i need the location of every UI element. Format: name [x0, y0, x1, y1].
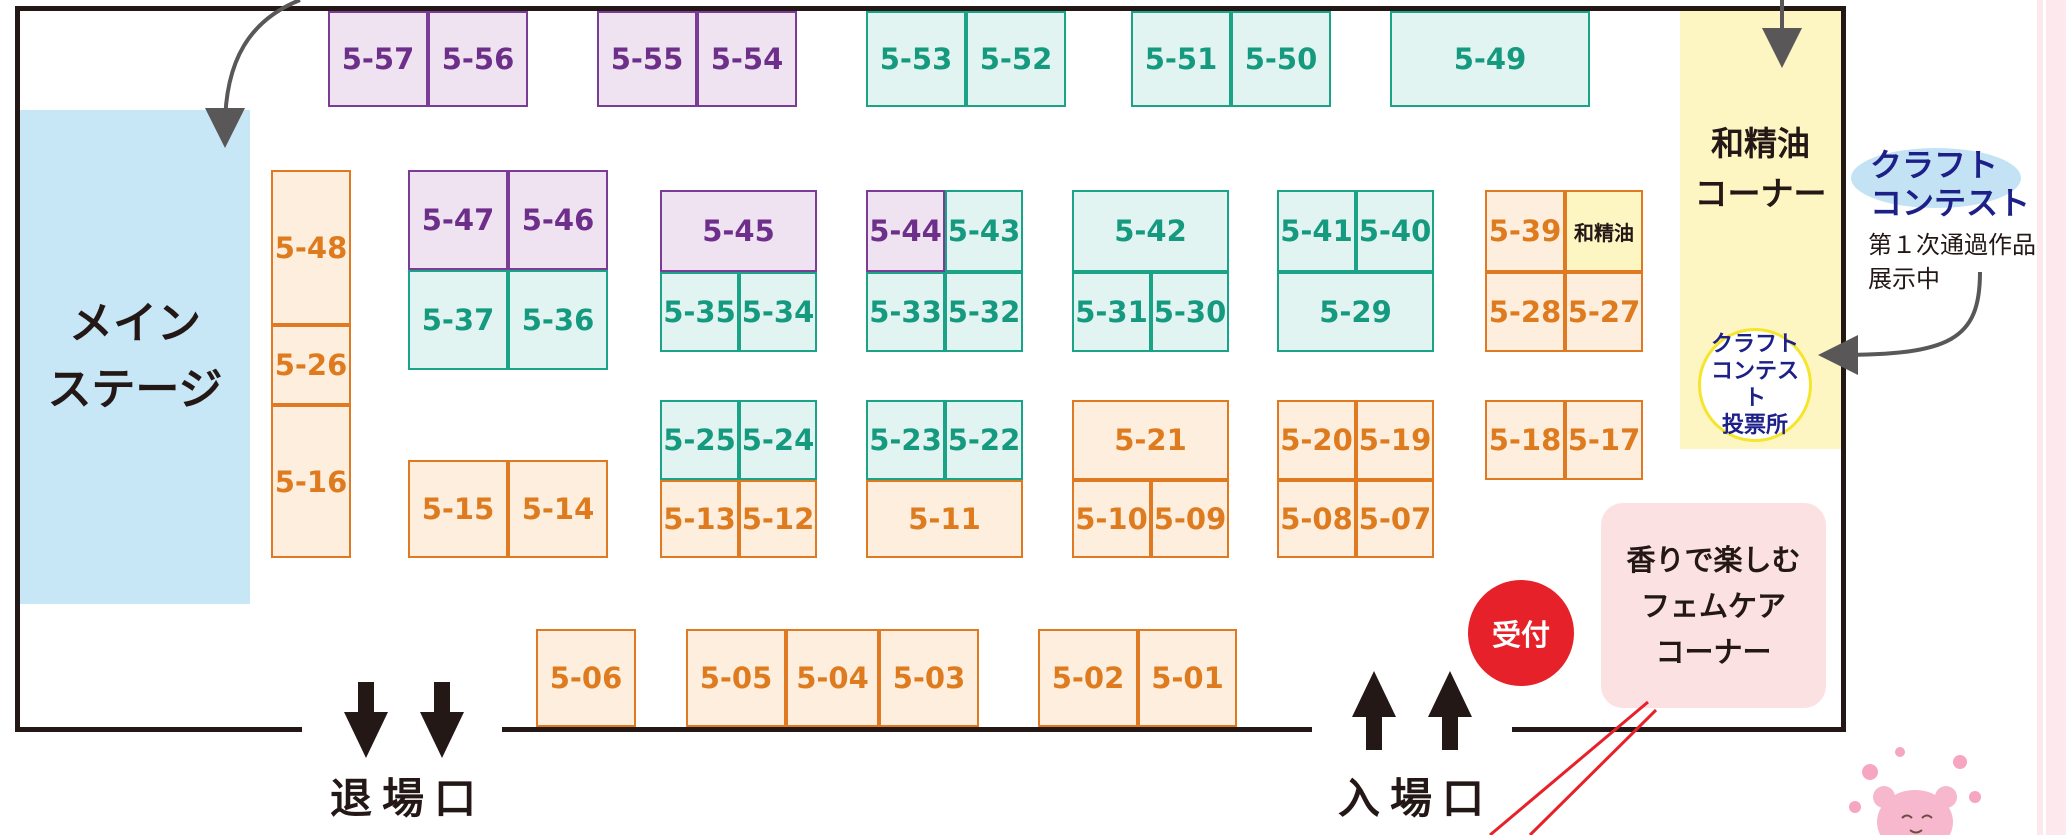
booth-5-06: 5-06	[536, 629, 636, 727]
booth-5-22: 5-22	[945, 400, 1023, 480]
entrance-arrow-icon	[1352, 671, 1472, 750]
booth-5-54: 5-54	[697, 11, 797, 107]
booth-5-23: 5-23	[866, 400, 945, 480]
booth-5-28: 5-28	[1485, 272, 1565, 352]
booth-5-48: 5-48	[271, 170, 351, 325]
booth-5-02: 5-02	[1038, 629, 1138, 727]
booth-5-17: 5-17	[1565, 400, 1643, 480]
booth-5-05: 5-05	[686, 629, 786, 727]
booth-5-01: 5-01	[1138, 629, 1237, 727]
craft-contest-note: 第１次通過作品 展示中	[1868, 231, 2036, 293]
booth-waseiyu: 和精油	[1565, 190, 1643, 272]
booth-5-25: 5-25	[660, 400, 739, 480]
booth-5-27: 5-27	[1565, 272, 1643, 352]
booth-5-42: 5-42	[1072, 190, 1229, 272]
booth-5-16: 5-16	[271, 405, 351, 558]
booth-5-36: 5-36	[508, 270, 608, 370]
booth-5-30: 5-30	[1151, 272, 1229, 352]
booth-5-45: 5-45	[660, 190, 817, 272]
booth-5-21: 5-21	[1072, 400, 1229, 480]
hall-wall-bottom	[1512, 727, 1846, 732]
hall-wall-right	[1841, 6, 1846, 732]
booth-5-37: 5-37	[408, 270, 508, 370]
booth-5-39: 5-39	[1485, 190, 1565, 272]
booth-5-51: 5-51	[1131, 11, 1231, 107]
side-strip	[2037, 0, 2043, 835]
hall-wall-bottom	[15, 727, 302, 732]
booth-5-24: 5-24	[739, 400, 817, 480]
booth-5-11: 5-11	[866, 480, 1023, 558]
booth-5-18: 5-18	[1485, 400, 1565, 480]
booth-5-03: 5-03	[879, 629, 979, 727]
booth-5-34: 5-34	[739, 272, 817, 352]
booth-5-12: 5-12	[739, 480, 817, 558]
booth-5-33: 5-33	[866, 272, 945, 352]
craft-contest-title: クラフト コンテスト	[1870, 146, 2031, 222]
booth-5-53: 5-53	[866, 11, 966, 107]
booth-5-49: 5-49	[1390, 11, 1590, 107]
contest-highlight	[1851, 148, 2021, 208]
waseiyu-label: コーナー	[1694, 174, 1827, 213]
booth-5-40: 5-40	[1356, 190, 1434, 272]
booth-5-44: 5-44	[866, 190, 945, 272]
booth-5-46: 5-46	[508, 170, 608, 270]
booth-5-52: 5-52	[966, 11, 1066, 107]
booth-5-50: 5-50	[1231, 11, 1331, 107]
booth-5-04: 5-04	[786, 629, 879, 727]
stage-pointer-arrow	[205, 0, 301, 148]
mascot-illustration	[1849, 747, 1981, 835]
side-strip	[2046, 0, 2066, 835]
booth-5-41: 5-41	[1277, 190, 1356, 272]
booth-5-09: 5-09	[1151, 480, 1229, 558]
booth-5-32: 5-32	[945, 272, 1023, 352]
booth-5-14: 5-14	[508, 460, 608, 558]
femcare-corner: 香りで楽しむ フェムケア コーナー	[1601, 503, 1826, 708]
booth-5-31: 5-31	[1072, 272, 1151, 352]
main-stage: メインステージ	[20, 110, 250, 604]
booth-5-13: 5-13	[660, 480, 739, 558]
exit-arrow-icon	[344, 682, 464, 758]
booth-5-26: 5-26	[271, 325, 351, 405]
hall-wall-bottom	[502, 727, 1312, 732]
booth-5-43: 5-43	[945, 190, 1023, 272]
booth-5-19: 5-19	[1356, 400, 1434, 480]
booth-5-08: 5-08	[1277, 480, 1356, 558]
booth-5-20: 5-20	[1277, 400, 1356, 480]
hall-wall-left	[15, 6, 20, 732]
booth-5-10: 5-10	[1072, 480, 1151, 558]
booth-5-47: 5-47	[408, 170, 508, 270]
booth-5-15: 5-15	[408, 460, 508, 558]
booth-5-29: 5-29	[1277, 272, 1434, 352]
booth-5-55: 5-55	[597, 11, 697, 107]
booth-5-07: 5-07	[1356, 480, 1434, 558]
hall-wall-top	[15, 6, 1845, 11]
reception-badge: 受付	[1468, 580, 1574, 686]
exit-label: 退場口	[330, 774, 487, 823]
craft-contest-vote-station: クラフト コンテスト 投票所	[1698, 328, 1812, 442]
booth-5-56: 5-56	[428, 11, 528, 107]
waseiyu-label: 和精油	[1711, 124, 1810, 163]
booth-5-35: 5-35	[660, 272, 739, 352]
booth-5-57: 5-57	[328, 11, 428, 107]
femcare-pointer-line	[1489, 700, 1649, 835]
entrance-label: 入場口	[1338, 774, 1495, 823]
